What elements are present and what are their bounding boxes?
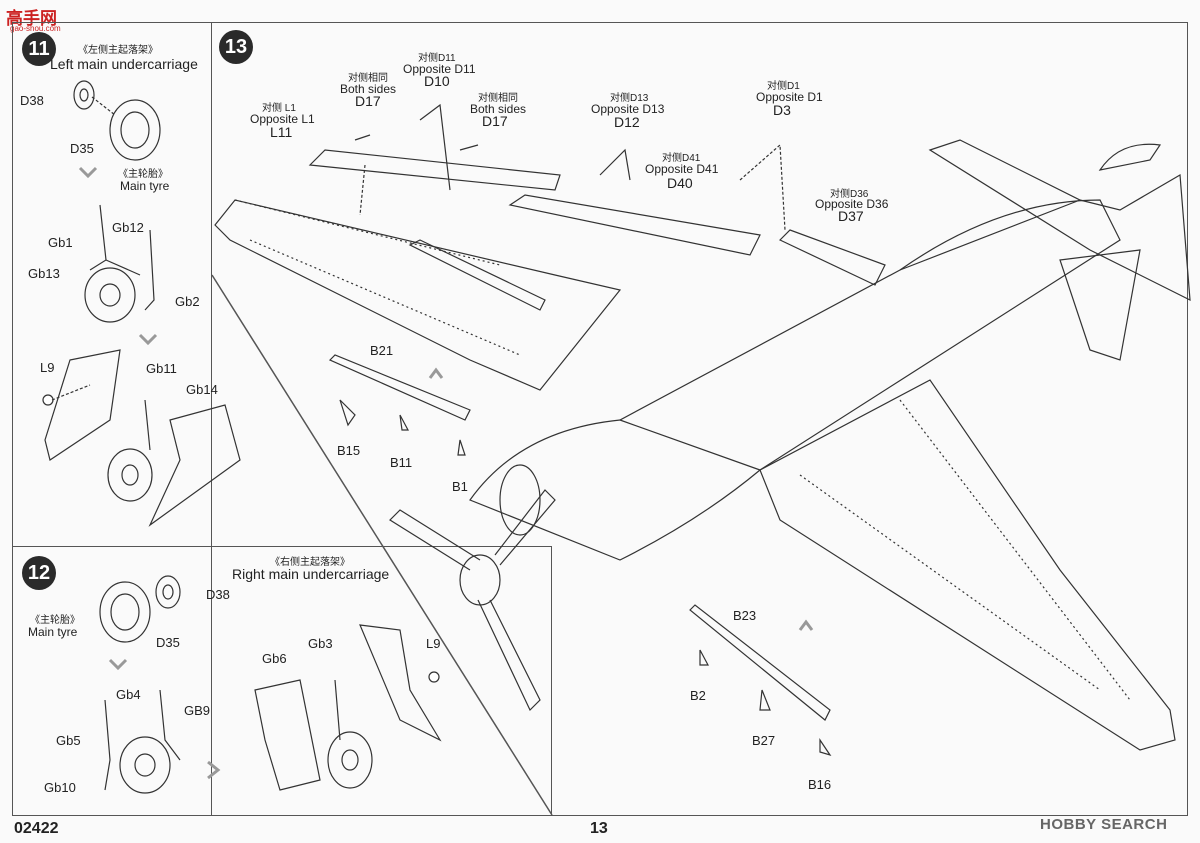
step12-door-assembly	[254, 624, 442, 791]
part-label-b27: B27	[752, 733, 776, 748]
callout-d12-cn: 对侧D13	[610, 93, 649, 104]
aircraft-tailplane	[928, 139, 1191, 361]
step12-title-en: Right main undercarriage	[232, 566, 390, 582]
part-label-gb4: Gb4	[116, 687, 141, 702]
callout-d40-en: Opposite D41	[645, 162, 719, 176]
callout-d10-en: Opposite D11	[403, 62, 476, 76]
site-logo-sub: gao-shou.com	[10, 24, 61, 33]
part-label-gb5: Gb5	[56, 733, 81, 748]
callout-d3: D3	[773, 102, 791, 118]
b21-rail	[328, 354, 471, 456]
part-label-gb10: Gb10	[44, 780, 76, 795]
b23-rail	[689, 604, 832, 757]
callout-d17b-en: Both sides	[470, 102, 527, 116]
part-label-gb1: Gb1	[48, 235, 73, 250]
part-label-b15: B15	[337, 443, 361, 458]
callout-d17a-cn: 对侧相同	[348, 73, 388, 84]
step13-panel	[211, 22, 1188, 816]
part-label-d35: D35	[70, 141, 94, 156]
part-label-b2: B2	[690, 688, 706, 703]
part-label-b21: B21	[370, 343, 394, 358]
part-label-gb9: GB9	[184, 703, 211, 718]
callout-d37: D37	[838, 208, 864, 224]
tyre-label-en: Main tyre	[120, 179, 170, 193]
part-label-d38-r: D38	[206, 587, 230, 602]
step11-wheel-parts	[73, 80, 161, 161]
aircraft-propeller	[389, 464, 556, 712]
step12-wheel-parts	[99, 575, 181, 643]
step11-title-en: Left main undercarriage	[50, 56, 198, 72]
part-label-l9-r: L9	[426, 636, 441, 651]
callout-d10: D10	[424, 73, 450, 89]
step11-strut-assembly	[84, 204, 155, 323]
callout-d3-cn: 对侧D1	[767, 81, 800, 92]
step11-door-assembly	[42, 349, 241, 527]
page-number: 13	[590, 820, 608, 837]
part-label-b1: B1	[452, 479, 468, 494]
part-label-gb6: Gb6	[262, 651, 287, 666]
callout-d17b-cn: 对侧相同	[478, 93, 518, 104]
watermark: HOBBY SEARCH	[1040, 816, 1168, 833]
part-label-b11: B11	[390, 455, 413, 470]
tyre-label-cn-r: 《主轮胎》	[30, 615, 80, 626]
part-label-gb3: Gb3	[308, 636, 333, 651]
callout-l11: L11	[270, 124, 293, 140]
flap-parts	[308, 103, 886, 311]
callout-d37-en: Opposite D36	[815, 197, 889, 211]
aircraft-wing-left	[214, 199, 622, 391]
callout-d10-cn: 对侧D11	[418, 53, 456, 64]
callout-d12-en: Opposite D13	[591, 102, 665, 116]
step11-title-cn: 《左侧主起落架》	[78, 45, 158, 56]
part-label-d38: D38	[20, 93, 44, 108]
callout-d17b: D17	[482, 113, 508, 129]
part-label-b16: B16	[808, 777, 832, 792]
callout-d17a-en: Both sides	[340, 82, 397, 96]
part-label-d35-r: D35	[156, 635, 180, 650]
step12-title-cn: 《右侧主起落架》	[270, 557, 350, 568]
part-label-gb13: Gb13	[28, 266, 60, 281]
product-code: 02422	[14, 820, 59, 837]
callout-d37-cn: 对侧D36	[830, 189, 869, 200]
callout-l11-cn: 对侧 L1	[262, 103, 296, 114]
callout-d12: D12	[614, 114, 640, 130]
part-label-b23: B23	[733, 608, 757, 623]
tyre-label-en-r: Main tyre	[28, 625, 78, 639]
aircraft-wing-right	[759, 379, 1176, 751]
part-label-gb2: Gb2	[175, 294, 200, 309]
part-label-gb14: Gb14	[186, 382, 218, 397]
callout-d40: D40	[667, 175, 693, 191]
part-label-gb11: Gb11	[146, 361, 177, 376]
tyre-label-cn: 《主轮胎》	[118, 169, 168, 180]
step13-badge: 13	[219, 30, 253, 64]
callout-l11-en: Opposite L1	[250, 112, 315, 126]
aircraft-fuselage	[469, 199, 1121, 561]
callout-d3-en: Opposite D1	[756, 90, 823, 104]
step12-strut-assembly	[104, 689, 181, 794]
callout-d40-cn: 对侧D41	[662, 153, 701, 164]
site-logo: 高手网	[6, 9, 57, 28]
step12-badge: 12	[22, 556, 56, 590]
part-label-l9: L9	[40, 360, 55, 375]
part-label-gb12: Gb12	[112, 220, 144, 235]
callout-d17a: D17	[355, 93, 381, 109]
step11-badge: 11	[22, 32, 56, 66]
